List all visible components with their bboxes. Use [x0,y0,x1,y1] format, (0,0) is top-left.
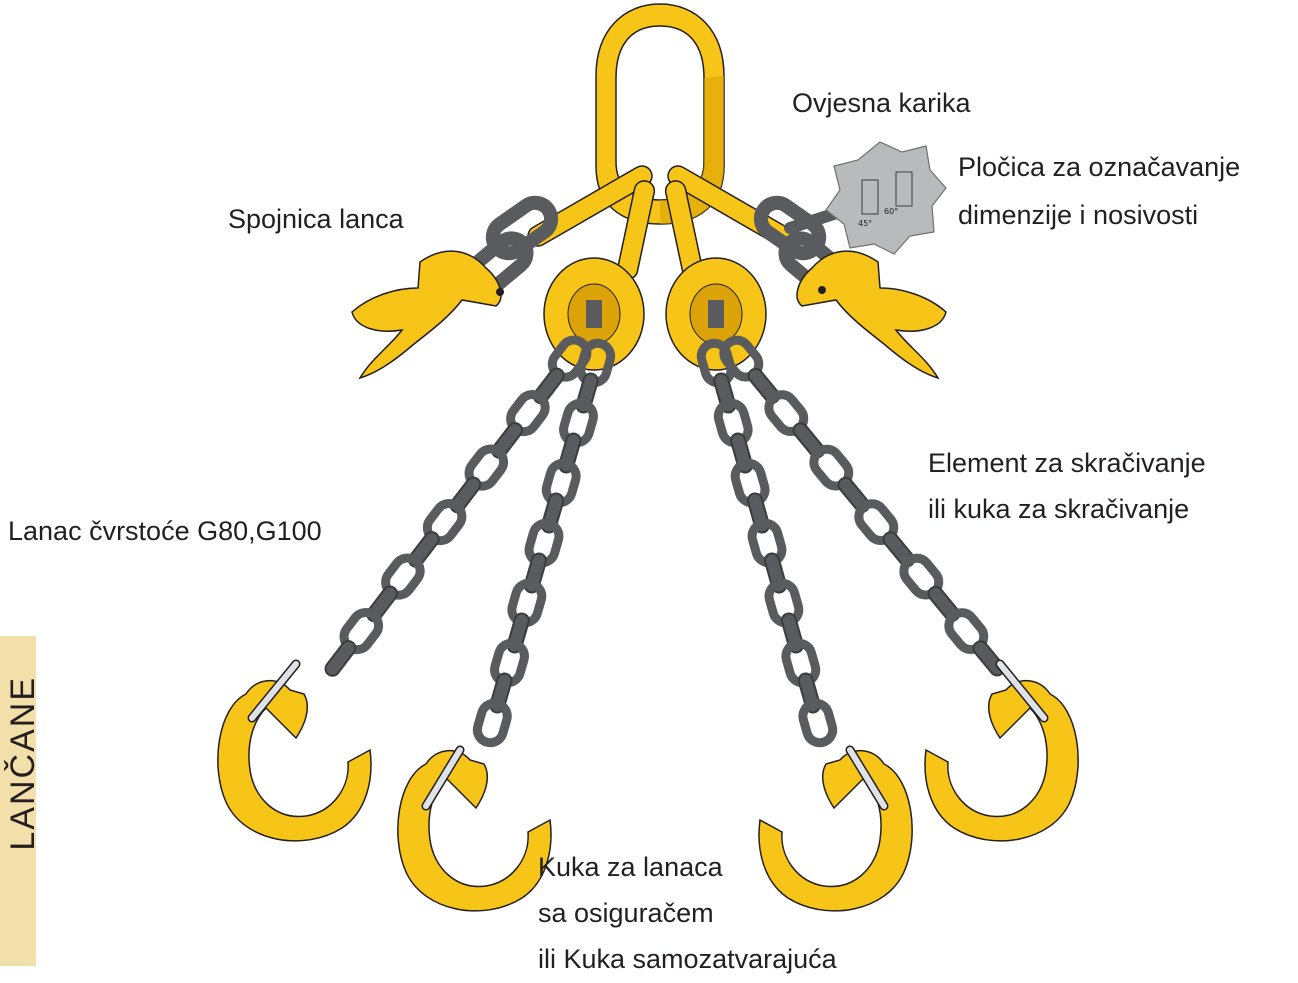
label-master-link: Ovjesna karika [792,84,971,123]
sling-hook-3 [759,750,912,911]
label-hook-line1: Kuka za lanaca [538,848,723,887]
label-shortener-line1: Element za skračivanje [928,444,1206,483]
label-tag-line2: dimenzije i nosivosti [958,196,1198,235]
label-tag-line1: Pločica za označavanje [958,148,1240,187]
tag-angle-b: 60° [884,207,898,216]
label-shortener-line2: ili kuka za skračivanje [928,490,1189,529]
label-hook-line2: sa osiguračem [538,894,714,933]
sling-hook-1 [218,664,371,841]
label-chain: Lanac čvrstoće G80,G100 [8,512,322,551]
grab-hook-right [797,251,946,378]
tag-angle-a: 45° [858,219,872,228]
side-tab: LANČANE [0,636,36,966]
label-coupling: Spojnica lanca [228,200,404,239]
label-hook-line3: ili Kuka samozatvarajuća [538,940,837,979]
sling-hook-2 [398,750,551,911]
chain-legs [323,335,1007,746]
side-tab-text: LANČANE [4,676,36,851]
sling-hook-4 [925,664,1078,841]
chain-link [323,638,358,678]
chain-link [474,700,510,746]
grab-hook-left [352,251,504,378]
chain-link [800,700,836,746]
